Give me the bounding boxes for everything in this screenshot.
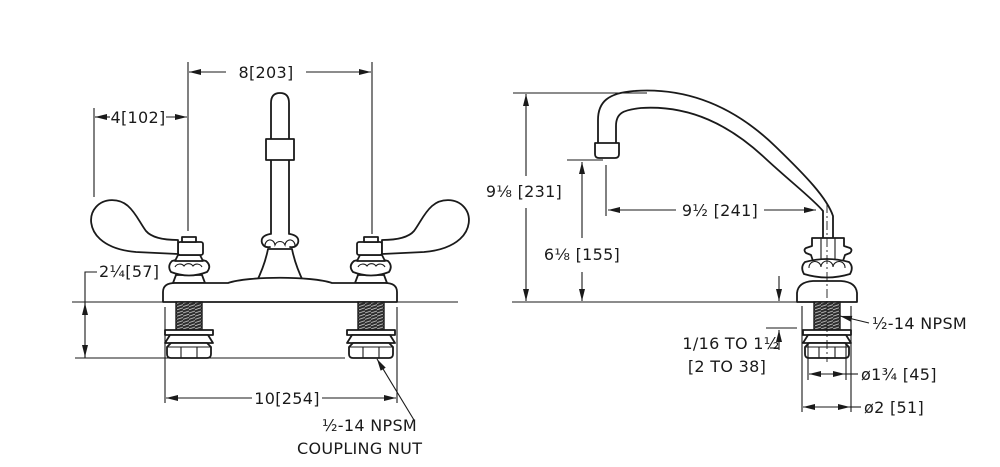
dim-outlet-height: 6⅛ [155] bbox=[544, 159, 620, 301]
dim-handle-centers: 8[203] bbox=[187, 62, 373, 234]
spout-crown-right-horn bbox=[289, 233, 300, 249]
shank-right bbox=[346, 301, 396, 359]
dim-deck-thickness-mm-label: [2 TO 38] bbox=[688, 357, 766, 376]
dim-deck-width-label: 10[254] bbox=[254, 389, 319, 408]
dim-under-deck: 2¼[57] bbox=[82, 262, 159, 358]
deck-plate-front bbox=[162, 276, 398, 303]
dim-under-deck-label: 2¼[57] bbox=[99, 262, 159, 281]
dim-flange-dia-label: ø1¾ [45] bbox=[861, 365, 937, 384]
spout-side-outline bbox=[594, 89, 834, 239]
dim-spout-reach: 9½ [241] bbox=[605, 165, 816, 220]
dim-base-dia: ø2 [51] bbox=[801, 306, 924, 417]
handle-right bbox=[349, 199, 470, 284]
coupling-note-line2: COUPLING NUT bbox=[297, 439, 422, 458]
dim-handle-length: 4[102] bbox=[93, 108, 187, 197]
dim-base-dia-label: ø2 [51] bbox=[864, 398, 924, 417]
dim-handle-centers-label: 8[203] bbox=[238, 63, 293, 82]
coupling-nut-note: ½-14 NPSM COUPLING NUT bbox=[297, 358, 422, 458]
spout-crown-left-horn bbox=[260, 233, 271, 249]
spout-nozzle bbox=[594, 142, 620, 159]
spout-collar-front bbox=[265, 138, 295, 161]
thread-note: ½-14 NPSM bbox=[839, 314, 967, 333]
spout-column-front bbox=[270, 92, 290, 235]
dim-handle-length-label: 4[102] bbox=[110, 108, 165, 127]
faucet-front-body bbox=[255, 92, 305, 284]
thread-note-label: ½-14 NPSM bbox=[872, 314, 967, 333]
front-view: 8[203] 4[102] 2¼[57] 10[254] ½-14 NPSM bbox=[72, 62, 470, 458]
dim-deck-thickness-in-label: 1/16 TO 1½ bbox=[682, 334, 779, 353]
coupling-note-line1: ½-14 NPSM bbox=[322, 416, 417, 435]
dim-spout-height: 9⅛ [231] bbox=[486, 92, 647, 301]
dim-outlet-height-label: 6⅛ [155] bbox=[544, 245, 620, 264]
spout-crown-scallops bbox=[264, 239, 296, 248]
dim-deck-thickness: 1/16 TO 1½ [2 TO 38] bbox=[682, 276, 782, 376]
coupling-nut-leader bbox=[376, 358, 415, 421]
shank-left bbox=[164, 301, 214, 359]
side-view: 9⅛ [231] 6⅛ [155] 9½ [241] 1/16 TO 1½ [2… bbox=[486, 89, 967, 417]
dim-spout-reach-label: 9½ [241] bbox=[682, 201, 758, 220]
dim-spout-height-label: 9⅛ [231] bbox=[486, 182, 562, 201]
thread-note-leader bbox=[839, 315, 870, 324]
dim-deck-width: 10[254] bbox=[164, 307, 398, 408]
dim-flange-dia: ø1¾ [45] bbox=[807, 343, 937, 384]
